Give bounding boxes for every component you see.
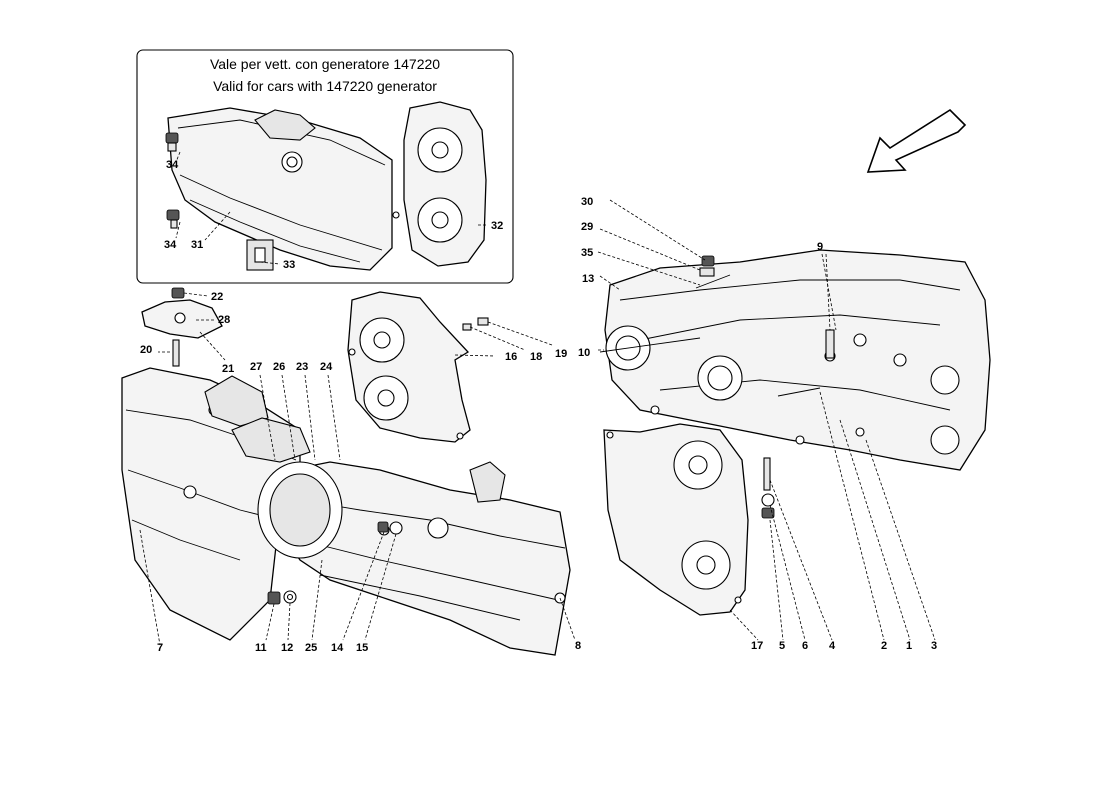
- stud-10: [599, 337, 701, 353]
- rear-plate-16: [347, 291, 471, 443]
- callout-34-top: 34: [166, 159, 179, 171]
- callout-16: 16: [505, 351, 517, 363]
- callout-8: 8: [575, 640, 581, 652]
- callout-14: 14: [331, 642, 344, 654]
- callout-13: 13: [582, 273, 594, 285]
- callout-25: 25: [305, 642, 317, 654]
- inset-fastener-34-bottom: [166, 209, 180, 229]
- inset-fastener-34-top: [165, 132, 179, 152]
- direction-arrow: [866, 108, 967, 173]
- callout-27: 27: [250, 361, 262, 373]
- pipe-35: [695, 274, 731, 289]
- callout-20: 20: [140, 344, 152, 356]
- left-belt-cover-assembly: 22 28 20 21 27 26 23 24 16 18 19 7 11 12…: [121, 287, 581, 656]
- nut-22: [171, 287, 185, 299]
- callout-22: 22: [211, 291, 223, 303]
- inset-frame: [136, 49, 514, 284]
- callout-10: 10: [578, 347, 590, 359]
- inset-bracket-33: [246, 239, 274, 271]
- nut-5: [761, 507, 775, 519]
- right-engine-assembly: 30 29 35 13 9 10 17 5 6 4 2 1 3: [578, 196, 991, 652]
- callout-7: 7: [157, 642, 163, 654]
- washer-15: [389, 521, 403, 535]
- nut-14: [377, 521, 389, 533]
- engine-block: [604, 249, 991, 471]
- callout-31: 31: [191, 239, 203, 251]
- bracket-26-27: [231, 417, 311, 463]
- stud-4: [763, 457, 771, 491]
- washer-12: [283, 590, 297, 604]
- stud-2: [777, 387, 821, 397]
- inset-rear-plate-part: [392, 101, 487, 267]
- callout-24: 24: [320, 361, 333, 373]
- callout-32: 32: [491, 220, 503, 232]
- stud-20: [172, 339, 180, 367]
- screw-18: [462, 323, 472, 331]
- rear-plate-17: [603, 423, 749, 616]
- callout-33: 33: [283, 259, 295, 271]
- timing-cover-25: [257, 461, 571, 656]
- callout-4: 4: [829, 640, 836, 652]
- callout-11: 11: [255, 642, 267, 654]
- callout-2: 2: [881, 640, 887, 652]
- washer-6: [761, 493, 775, 507]
- callout-30: 30: [581, 196, 593, 208]
- callout-3: 3: [931, 640, 937, 652]
- callout-21: 21: [222, 363, 234, 375]
- callout-26: 26: [273, 361, 285, 373]
- callout-19: 19: [555, 348, 567, 360]
- callout-6: 6: [802, 640, 808, 652]
- support-cap-28: [141, 299, 223, 339]
- callout-34-bottom: 34: [164, 239, 177, 251]
- fitting-30: [701, 255, 715, 267]
- stud-9: [825, 329, 835, 359]
- inset-panel: Vale per vett. con generatore 147220 Val…: [136, 49, 514, 284]
- callout-12: 12: [281, 642, 293, 654]
- callout-17: 17: [751, 640, 763, 652]
- callout-9: 9: [817, 241, 823, 253]
- callout-1: 1: [906, 640, 912, 652]
- inset-note-english: Valid for cars with 147220 generator: [213, 78, 437, 94]
- callout-15: 15: [356, 642, 368, 654]
- callout-29: 29: [581, 221, 593, 233]
- callout-28: 28: [218, 314, 230, 326]
- callout-5: 5: [779, 640, 785, 652]
- callout-35: 35: [581, 247, 593, 259]
- nut-11: [267, 591, 281, 605]
- fitting-29: [699, 267, 715, 277]
- callout-18: 18: [530, 351, 542, 363]
- inset-note-italian: Vale per vett. con generatore 147220: [210, 56, 440, 72]
- screw-19: [477, 317, 489, 326]
- inset-belt-cover-part: [167, 107, 393, 271]
- callout-23: 23: [296, 361, 308, 373]
